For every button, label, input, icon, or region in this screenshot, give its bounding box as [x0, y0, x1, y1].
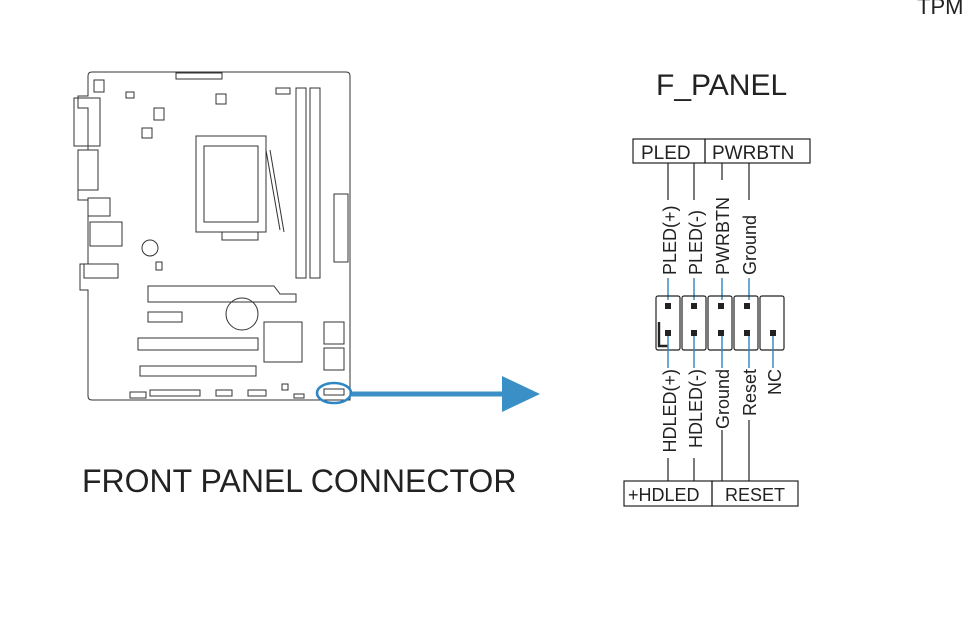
- bottom-pin-labels: HDLED(+) HDLED(-) Ground Reset NC: [660, 369, 785, 453]
- top-pin-label: PLED(+): [660, 205, 680, 275]
- bottom-pin-label: HDLED(+): [660, 369, 680, 453]
- f-panel-location-pins: [323, 388, 345, 396]
- bottom-pin-label: HDLED(-): [686, 369, 706, 448]
- motherboard-illustration: [73, 71, 353, 405]
- pled-group-label: PLED: [641, 143, 691, 164]
- top-pin-label: PLED(-): [686, 210, 706, 275]
- header-title: F_PANEL: [656, 69, 787, 102]
- board-caption: FRONT PANEL CONNECTOR: [82, 463, 516, 499]
- bottom-pin-label: NC: [765, 369, 785, 395]
- hdled-group-label: +HDLED: [628, 485, 700, 505]
- reset-group-label: RESET: [725, 485, 785, 505]
- top-pin-label: Ground: [740, 215, 760, 275]
- f-panel-location-highlight: [315, 381, 353, 405]
- top-pin-label: PWRBTN: [713, 197, 733, 275]
- pwrbtn-group-label: PWRBTN: [712, 143, 794, 164]
- tpm-label: TPM: [917, 0, 963, 19]
- header-pin-block: [655, 295, 785, 351]
- bottom-pin-label: Reset: [740, 369, 760, 416]
- bottom-pin-label: Ground: [713, 369, 733, 429]
- top-group-labels: PLED PWRBTN: [632, 138, 811, 164]
- pointer-arrow: [352, 376, 540, 412]
- top-pin-labels: PLED(+) PLED(-) PWRBTN Ground: [660, 197, 760, 275]
- bottom-group-labels: +HDLED RESET: [623, 480, 799, 507]
